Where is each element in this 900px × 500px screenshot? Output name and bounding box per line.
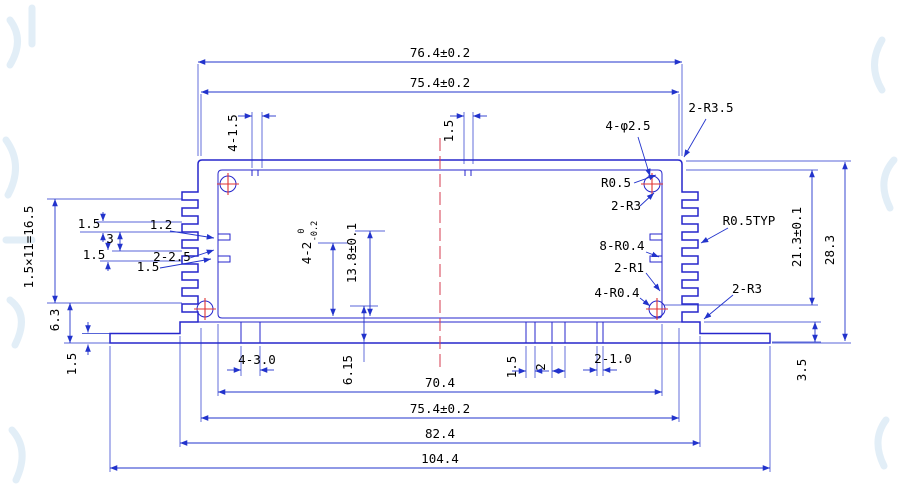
dim-label-fin-pitch: 1.5×11=16.5 [21, 206, 36, 289]
dim-label-slot-12: 1.2 [150, 217, 173, 232]
dim-label-flange-15: 1.5 [64, 353, 79, 376]
dim-label-tol-upper: 0 [297, 228, 307, 233]
dim-label-height-213: 21.3±0.1 [789, 207, 804, 267]
boss-crosshair-bottom-left [194, 298, 216, 320]
dimension-lines [52, 59, 848, 471]
dim-label-w1044: 104.4 [421, 451, 459, 466]
dim-label-r05typ: R0.5TYP [723, 213, 776, 228]
outer-contour [109, 159, 771, 344]
dim-label-h35: 3.5 [794, 359, 809, 382]
dim-label-height-283: 28.3 [822, 235, 837, 265]
dim-label-w754: 75.4±0.2 [410, 401, 470, 416]
dim-label-wall-15: 1.5 [441, 120, 456, 143]
pcb-slot-tabs [218, 170, 662, 263]
dim-label-h615: 6.15 [340, 355, 355, 385]
dim-label-slot-4x15: 4-1.5 [225, 114, 240, 152]
dim-label-slot-15: 1.5 [137, 259, 160, 274]
boss-crosshair-top-left [217, 173, 239, 195]
dim-label-corner-radius: 2-R3.5 [688, 100, 733, 115]
dim-label-slot-4x30: 4-3.0 [238, 352, 276, 367]
dim-label-w2: 2 [533, 363, 548, 371]
bottom-slot-cuts [240, 322, 604, 343]
dim-label-slot-2x25: 2-2.5 [153, 249, 191, 264]
dim-label-height-138: 13.8±0.1 [344, 223, 359, 283]
dim-label-r4x04: 4-R0.4 [594, 285, 639, 300]
dim-label-fin-3: 3 [106, 231, 114, 246]
dim-label-r3-bottom: 2-R3 [732, 281, 762, 296]
dim-label-tol-main: 4-2 [299, 242, 314, 265]
dim-label-inner-width-top: 75.4±0.2 [410, 75, 470, 90]
dim-label-r05: R0.5 [601, 175, 631, 190]
watermark [2, 4, 898, 484]
dim-label-r8x04: 8-R0.4 [599, 238, 644, 253]
dim-label-h63: 6.3 [47, 309, 62, 332]
dim-label-fin-15b: 1.5 [83, 247, 106, 262]
dimension-labels: 76.4±0.2 75.4±0.2 4-1.5 1.5 4-φ2.5 2-R3.… [21, 45, 837, 466]
dim-label-tol-lower: -0.2 [310, 221, 320, 241]
dim-label-outer-width: 76.4±0.2 [410, 45, 470, 60]
dim-label-r2x1: 2-R1 [614, 260, 644, 275]
dim-label-fin-15a: 1.5 [78, 216, 101, 231]
dim-label-w704: 70.4 [425, 375, 455, 390]
dim-label-r3-top: 2-R3 [611, 198, 641, 213]
dim-label-w15: 1.5 [504, 356, 519, 379]
dim-label-holes: 4-φ2.5 [605, 118, 650, 133]
boss-crosshair-bottom-right [646, 298, 668, 320]
inner-cavity [217, 169, 663, 319]
dim-label-slot-2x10: 2-1.0 [594, 351, 632, 366]
dim-label-w824: 82.4 [425, 426, 455, 441]
